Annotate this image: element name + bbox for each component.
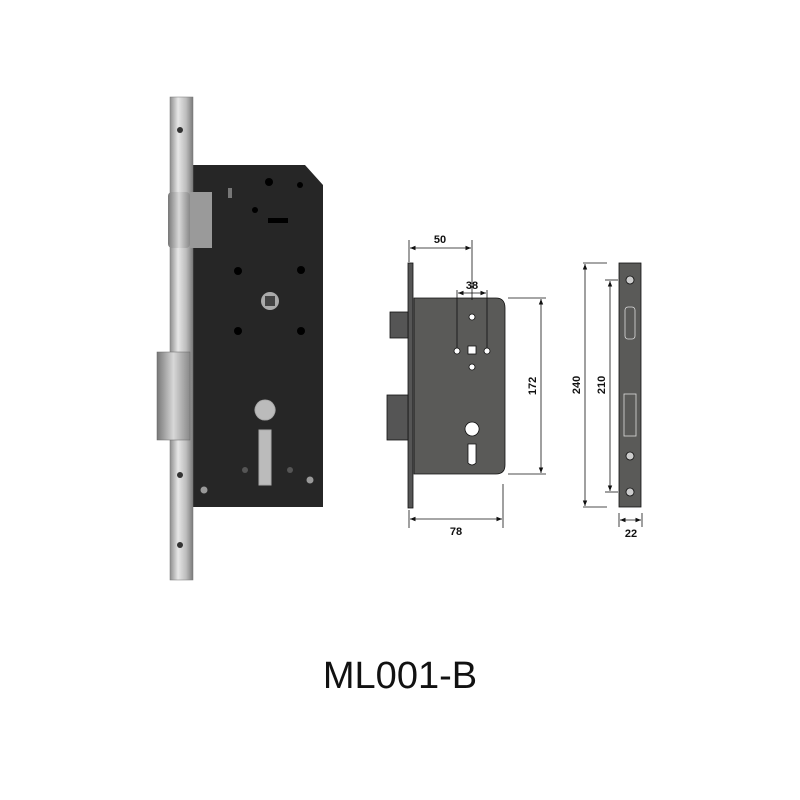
dead-bolt: [156, 351, 191, 441]
dim-faceplate-length: 240: [571, 376, 583, 394]
cylinder-keyhole: [254, 399, 276, 486]
dim-case-depth: 78: [450, 526, 462, 538]
dim-faceplate-width: 22: [625, 528, 637, 540]
dimension-lines: [408, 240, 643, 528]
lock-photo: [156, 96, 323, 581]
dim-body-height: 172: [527, 377, 539, 395]
dim-backset: 50: [434, 234, 446, 246]
drawing-faceplate-front: [618, 262, 642, 508]
faceplate: [169, 96, 194, 581]
latch-bolt: [168, 192, 190, 248]
lock-body: [193, 165, 323, 507]
dim-screw-distance: 210: [596, 376, 608, 394]
product-model: ML001-B: [322, 655, 478, 697]
dim-handle-to-hole: 38: [466, 280, 478, 292]
drawing-side-view: [386, 262, 506, 509]
